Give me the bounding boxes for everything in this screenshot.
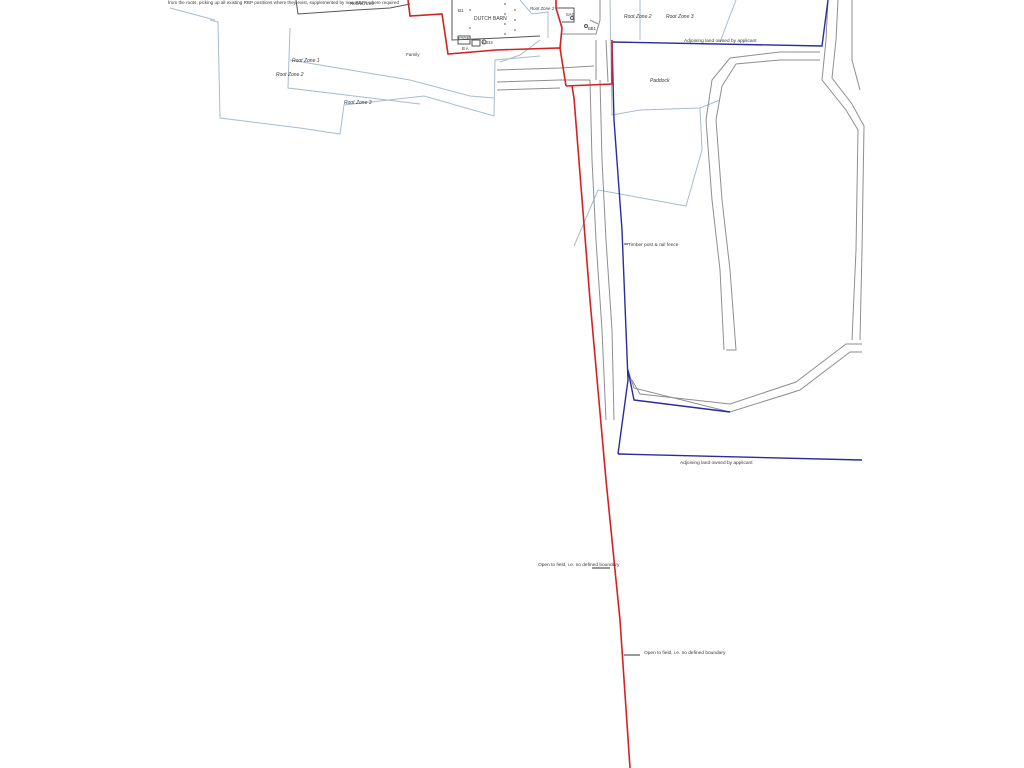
- applicant-boundary-west: [611, 41, 629, 455]
- root-zone-outline: [209, 19, 541, 135]
- farmyard-buildings: [295, 0, 588, 47]
- ref-label: BB1: [588, 26, 597, 31]
- timber-fence-label: Timber post & rail fence: [628, 242, 679, 248]
- adjoining-land-bottom-label: Adjoining land owned by applicant: [680, 460, 753, 466]
- root-zone-3b-label: Root Zone 3: [666, 14, 694, 20]
- root-zone-outline: [719, 0, 737, 43]
- main-track-left-edge: [589, 79, 607, 421]
- building-outline: [451, 0, 541, 41]
- paddock-drive-left: [705, 119, 725, 351]
- site-boundary-yard: [555, 0, 563, 49]
- site-boundary: [407, 0, 631, 768]
- b1-label: B1: [458, 8, 464, 13]
- applicant-land-boundary: [611, 0, 863, 461]
- tree-symbol: [481, 39, 487, 45]
- root-zone-outline: [519, 0, 549, 38]
- root-protection-zones: [169, 0, 737, 247]
- root-zone-outline: [287, 27, 421, 105]
- tree-symbol: [471, 39, 481, 47]
- annotation-leaders: [592, 243, 640, 656]
- root-zone-outline: [289, 59, 495, 99]
- applicant-boundary-fence: [627, 369, 731, 413]
- paddock-loop-inner: [631, 343, 862, 405]
- building-outline: [556, 7, 575, 23]
- family-label: Family: [406, 52, 420, 57]
- root-zone-outline: [499, 39, 541, 63]
- ref-label: A 033: [482, 40, 493, 45]
- applicant-boundary-top: [611, 0, 829, 47]
- main-track-right-edge: [599, 79, 615, 421]
- site-boundary-yard-link: [565, 40, 613, 87]
- roads-and-tracks: [496, 0, 865, 421]
- root-zone-3-label: Root Zone 3: [344, 100, 372, 106]
- open-field-label-1: Open to field, i.e. no defined boundary: [538, 562, 620, 568]
- east-road-far: [851, 0, 861, 91]
- yard-road: [496, 87, 561, 91]
- paddock-label: Paddock: [650, 78, 670, 84]
- tree-symbol: [584, 24, 588, 28]
- paddock-drive-right: [715, 119, 737, 351]
- root-zone-2-label: Root Zone 2: [276, 72, 304, 78]
- site-boundary-strip-line: [571, 85, 631, 768]
- yard-road: [496, 65, 595, 71]
- tree-symbol: [570, 16, 574, 20]
- paddock-loop-outer: [627, 351, 862, 413]
- open-field-label-2: Open to field, i.e. no defined boundary: [644, 650, 726, 656]
- adjoining-land-top-label: Adjoining land owned by applicant: [684, 38, 757, 44]
- ref-label: B A: [462, 46, 469, 51]
- retired-tree-label: Retired tree: [350, 1, 374, 6]
- ref-label: ETG6: [458, 36, 470, 41]
- yard-detail: [562, 0, 601, 35]
- building-outline: [295, 0, 411, 15]
- applicant-boundary-south: [617, 453, 863, 461]
- track-branch: [605, 39, 609, 83]
- east-road-inner: [831, 0, 865, 341]
- tree-symbol: [457, 35, 471, 45]
- east-road-outer: [821, 0, 859, 341]
- map-labels: from the roots, picking up all existing …: [168, 0, 757, 656]
- root-zone-2b-label: Root Zone 2: [624, 14, 652, 20]
- paddock-drive-outer: [705, 51, 820, 121]
- barn-dots: [469, 3, 516, 35]
- stair-ref-label: SAG: [566, 12, 575, 17]
- paddock-drive-inner: [715, 59, 820, 121]
- intro-note-line: from the roots, picking up all existing …: [168, 0, 399, 5]
- yard-road: [496, 79, 590, 83]
- dutch-barn-label: DUTCH BARN: [474, 16, 507, 22]
- root-zone-outline: [597, 107, 703, 207]
- root-zone-1-label: Root Zone 1: [292, 58, 320, 64]
- root-zone-small-label: Root Zone 2: [530, 6, 555, 11]
- root-zone-outline: [169, 7, 216, 21]
- yard-detail: [589, 19, 599, 25]
